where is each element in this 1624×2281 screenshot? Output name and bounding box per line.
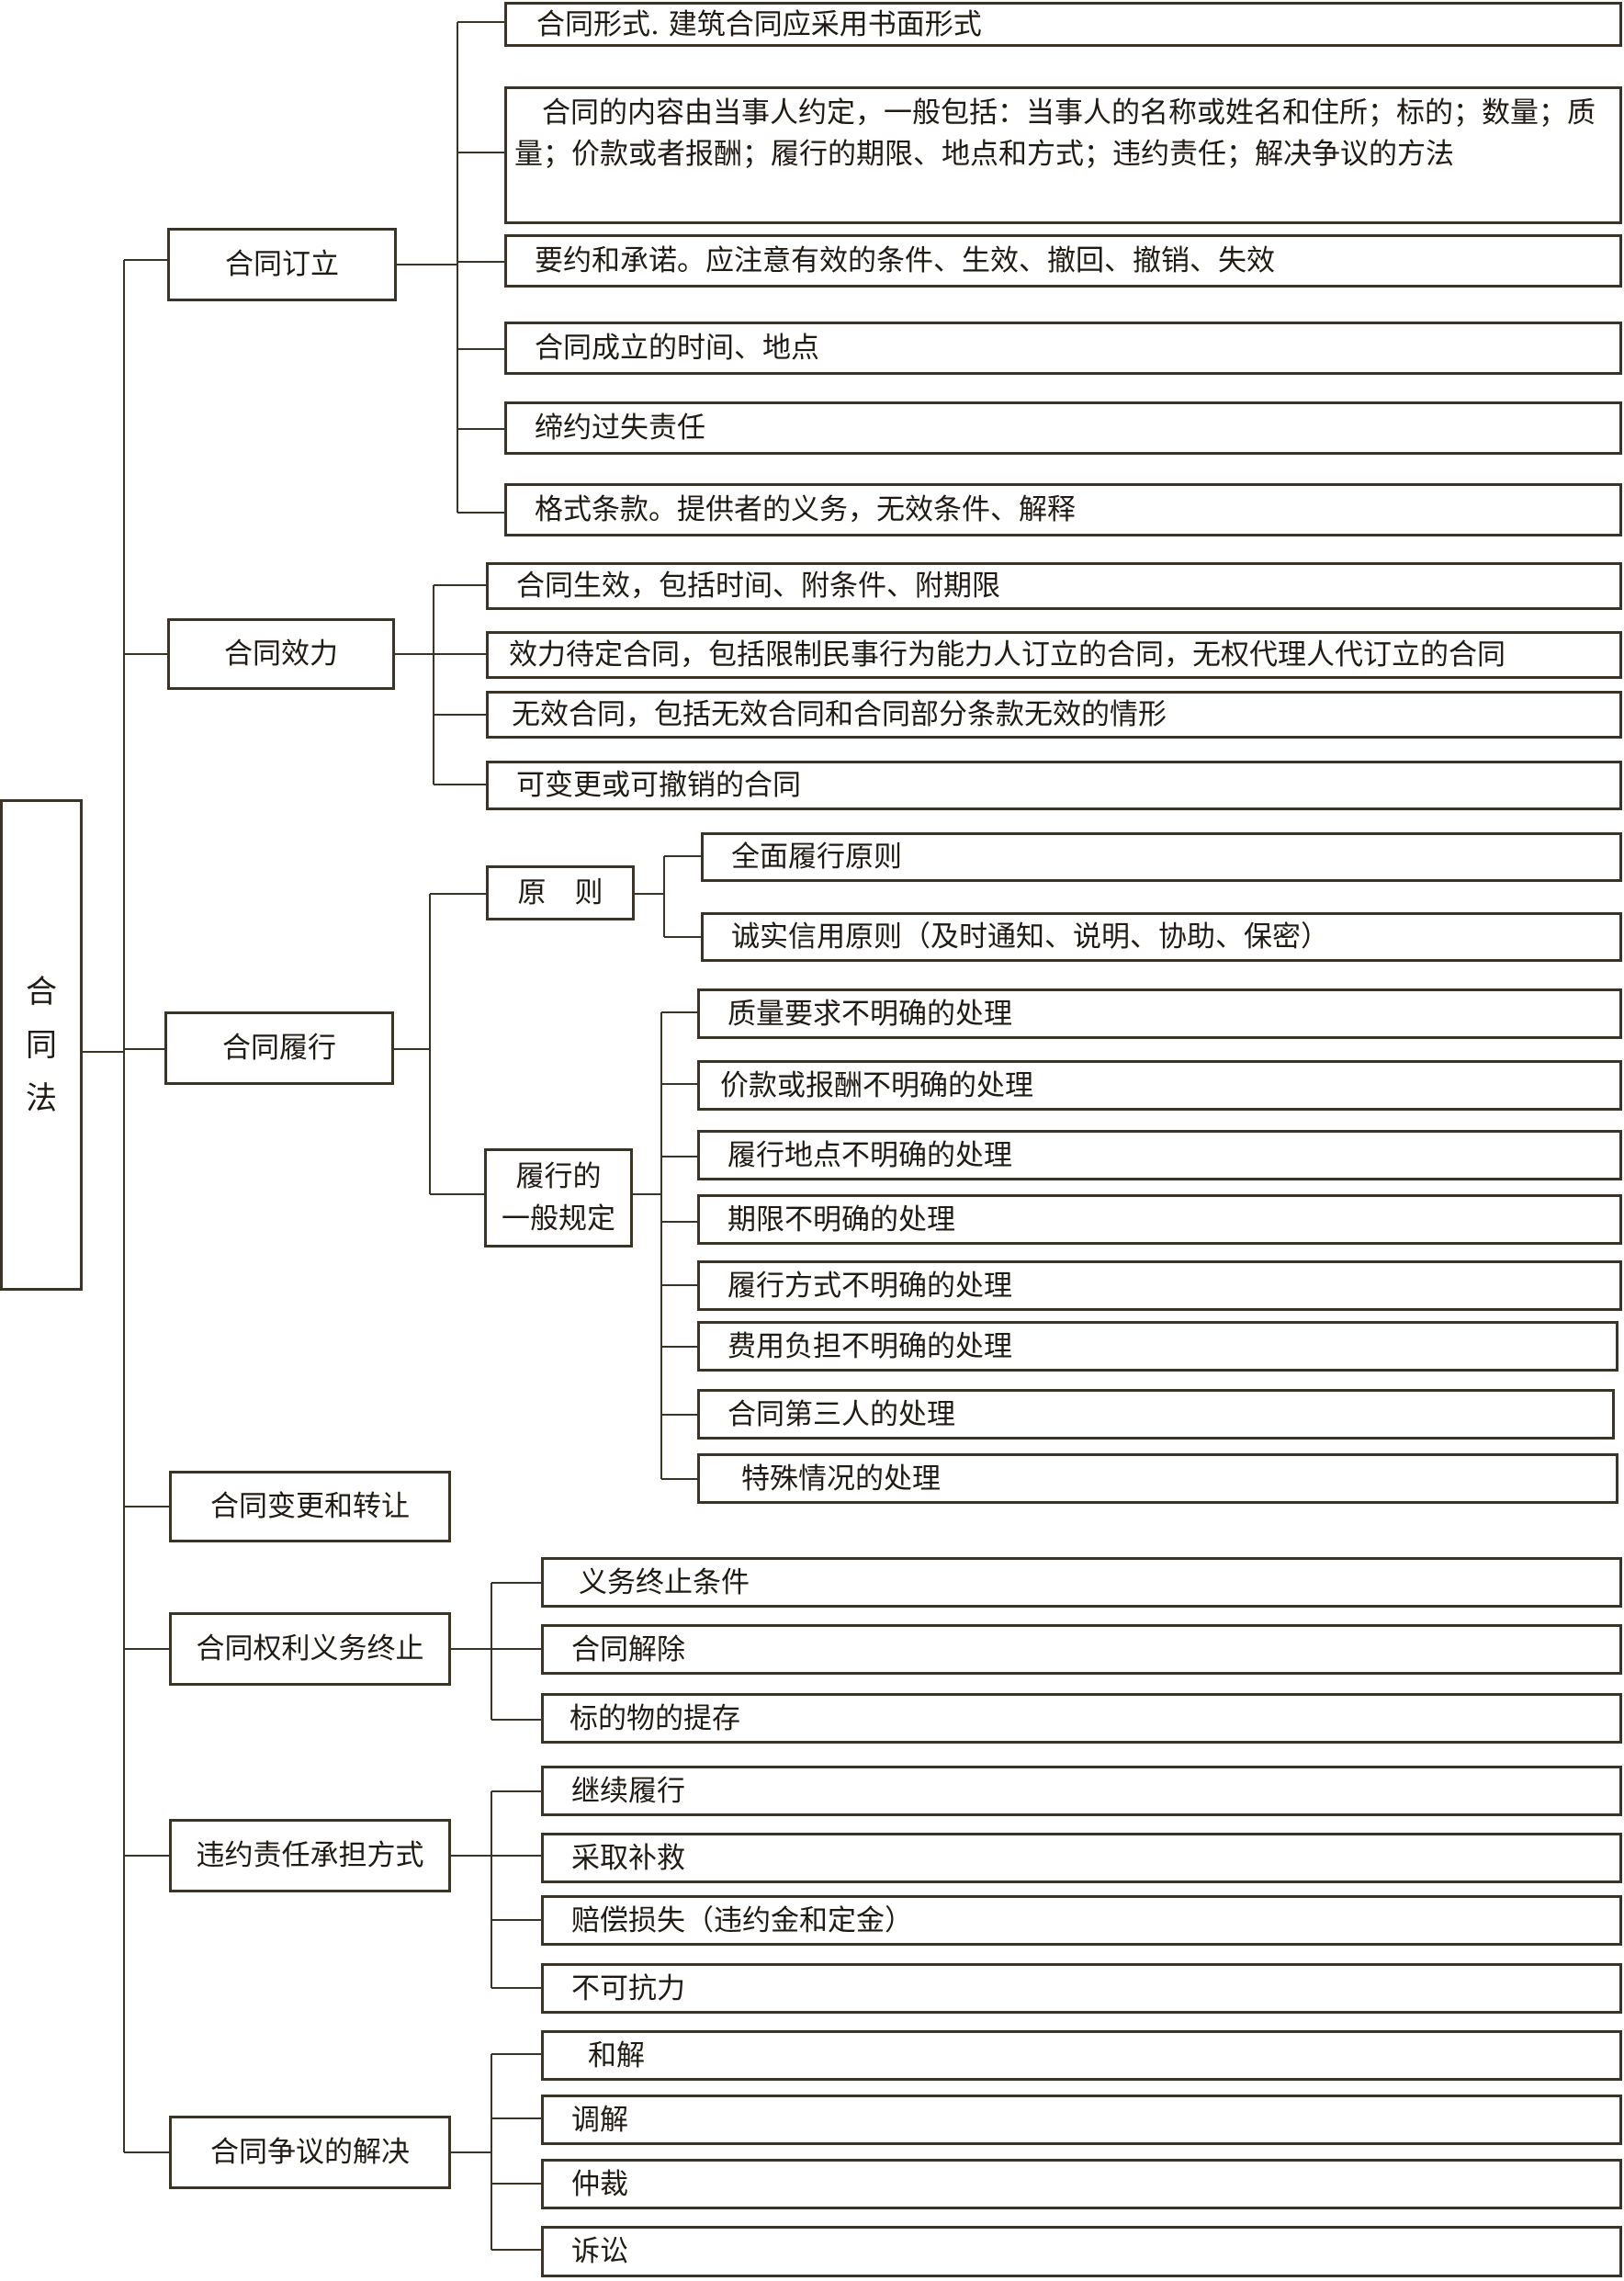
branch-contract-performance: 合同履行 [164, 1011, 394, 1085]
leaf-contract-form: 合同形式. 建筑合同应采用书面形式 [504, 2, 1622, 47]
root-char-2: 同 [26, 1026, 57, 1064]
leaf-void-contract: 无效合同，包括无效合同和合同部分条款无效的情形 [486, 691, 1622, 739]
branch-dispute-resolution: 合同争议的解决 [169, 2116, 451, 2189]
leaf-third-party: 合同第三人的处理 [697, 1389, 1615, 1440]
leaf-special-cases: 特殊情况的处理 [697, 1453, 1618, 1504]
branch-breach-liability: 违约责任承担方式 [169, 1819, 451, 1892]
leaf-culpa-in-contrahendo: 缔约过失责任 [504, 401, 1622, 455]
root-char-1: 合 [26, 973, 57, 1011]
leaf-remedial-measures: 采取补救 [541, 1833, 1622, 1883]
leaf-pending-validity: 效力待定合同，包括限制民事行为能力人订立的合同，无权代理人代订立的合同 [486, 631, 1622, 679]
leaf-settlement: 和解 [541, 2030, 1622, 2081]
root-node: 合 同 法 [0, 799, 83, 1291]
leaf-escrow-deposit: 标的物的提存 [541, 1693, 1622, 1744]
branch-contract-validity: 合同效力 [167, 618, 395, 690]
leaf-litigation: 诉讼 [541, 2226, 1622, 2277]
leaf-mediation: 调解 [541, 2095, 1622, 2145]
branch-termination: 合同权利义务终止 [169, 1612, 451, 1686]
branch-contract-formation: 合同订立 [167, 228, 397, 301]
root-char-3: 法 [26, 1079, 57, 1117]
leaf-method-unclear: 履行方式不明确的处理 [697, 1260, 1622, 1311]
leaf-formation-time-place: 合同成立的时间、地点 [504, 322, 1622, 375]
subgroup-principles: 原 则 [486, 865, 635, 920]
leaf-price-unclear: 价款或报酬不明确的处理 [697, 1060, 1622, 1111]
leaf-cost-unclear: 费用负担不明确的处理 [697, 1321, 1618, 1372]
leaf-contract-content: 合同的内容由当事人约定，一般包括：当事人的名称或姓名和住所；标的；数量；质量；价… [504, 86, 1622, 224]
leaf-termination-conditions: 义务终止条件 [541, 1557, 1622, 1608]
leaf-rescission: 合同解除 [541, 1624, 1622, 1675]
leaf-contract-effective: 合同生效，包括时间、附条件、附期限 [486, 562, 1622, 610]
leaf-voidable-contract: 可变更或可撤销的合同 [486, 761, 1622, 810]
leaf-quality-unclear: 质量要求不明确的处理 [697, 988, 1622, 1039]
leaf-good-faith: 诚实信用原则（及时通知、说明、协助、保密） [701, 912, 1622, 962]
leaf-standard-terms: 格式条款。提供者的义务，无效条件、解释 [504, 483, 1622, 536]
leaf-arbitration: 仲裁 [541, 2159, 1622, 2209]
leaf-term-unclear: 期限不明确的处理 [697, 1194, 1622, 1245]
subgroup-general-rules: 履行的 一般规定 [484, 1148, 633, 1248]
leaf-continue-performance: 继续履行 [541, 1766, 1622, 1816]
leaf-full-performance: 全面履行原则 [701, 832, 1622, 882]
leaf-force-majeure: 不可抗力 [541, 1963, 1622, 2014]
leaf-place-unclear: 履行地点不明确的处理 [697, 1130, 1622, 1180]
leaf-offer-acceptance: 要约和承诺。应注意有效的条件、生效、撤回、撤销、失效 [504, 234, 1622, 288]
branch-change-assignment: 合同变更和转让 [169, 1471, 451, 1542]
leaf-damages: 赔偿损失（违约金和定金） [541, 1895, 1622, 1946]
